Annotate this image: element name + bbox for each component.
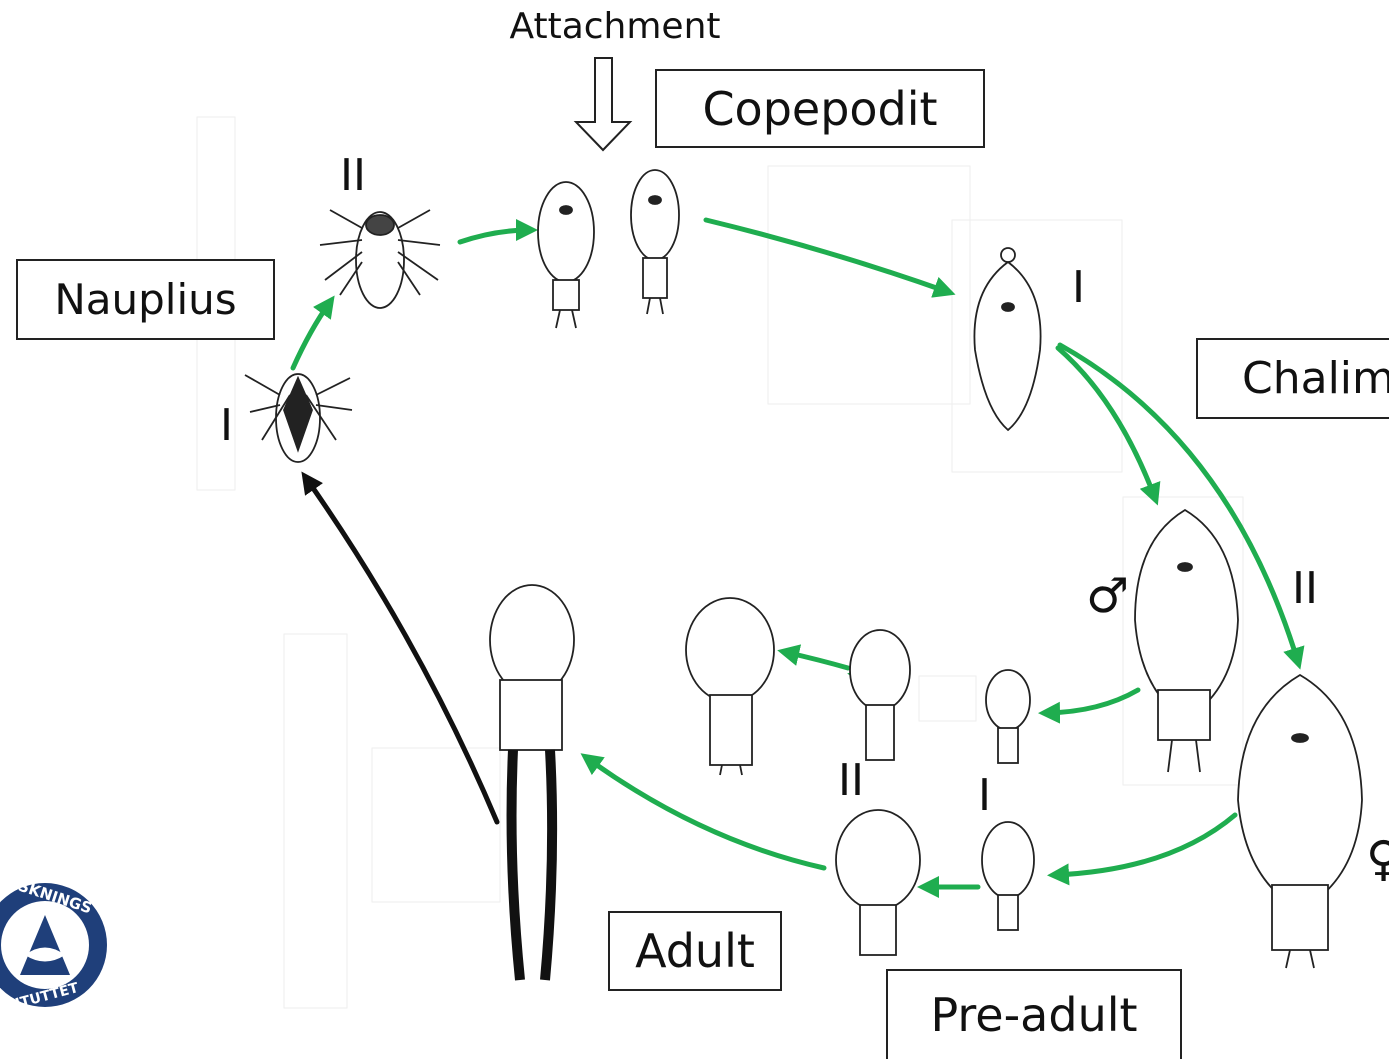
arrow-adult-to-nauplius	[301, 471, 500, 825]
female-preadult-1-drawing	[981, 821, 1035, 931]
preadult-numeral-1: I	[978, 770, 991, 821]
male-preadult-2-drawing	[849, 629, 911, 761]
arrow-female-to-preadult1	[1047, 812, 1238, 886]
copepodit-drawing-1	[537, 181, 595, 329]
attachment-arrow	[573, 57, 633, 152]
background-panels	[196, 116, 1244, 1009]
arrow-copepodit-to-chalimus1	[703, 217, 956, 298]
label-adult-text: Adult	[635, 924, 755, 978]
nauplius-stage-2-drawing	[319, 209, 441, 309]
male-adult-drawing	[685, 597, 775, 776]
arrow-female-preadult2-to-adult	[580, 753, 827, 871]
nauplius-stage-1-drawing	[244, 373, 353, 463]
label-nauplius-text: Nauplius	[54, 275, 237, 324]
female-symbol: ♀	[1366, 831, 1389, 887]
label-copepodit-text: Copepodit	[702, 81, 938, 136]
lifecycle-arrows	[290, 217, 1305, 898]
label-pre-adult-text: Pre-adult	[930, 988, 1138, 1042]
label-chalimus: Chalim	[1196, 338, 1389, 419]
institute-logo: RSKNINGS ITUTTET	[0, 873, 107, 1012]
attachment-label: Attachment	[509, 6, 720, 47]
chalimus-2-female-drawing	[1237, 673, 1363, 969]
male-symbol: ♂	[1086, 568, 1129, 624]
arrow-male-to-preadult1	[1038, 687, 1141, 724]
chalimus-2-male-drawing	[1134, 508, 1239, 773]
arrow-male-preadult2-to-adult	[777, 644, 851, 671]
chalimus-numeral-1: I	[1072, 262, 1085, 313]
nauplius-numeral-1: I	[220, 400, 233, 451]
organisms	[244, 169, 1363, 981]
arrow-chalimus1-to-male	[1055, 345, 1161, 506]
label-nauplius: Nauplius	[16, 259, 275, 340]
male-preadult-1-drawing	[985, 669, 1031, 764]
arrow-nauplius-to-copepodit	[457, 219, 538, 245]
label-adult: Adult	[608, 911, 782, 991]
female-adult-drawing	[489, 584, 575, 981]
female-preadult-2-drawing	[835, 809, 921, 956]
label-copepodit: Copepodit	[655, 69, 985, 148]
nauplius-numeral-2: II	[340, 150, 366, 201]
chalimus-numeral-2: II	[1292, 563, 1318, 614]
preadult-numeral-2: II	[838, 755, 864, 806]
label-chalimus-text: Chalim	[1242, 353, 1389, 404]
label-pre-adult: Pre-adult	[886, 969, 1182, 1059]
chalimus-stage-1-drawing	[973, 247, 1042, 432]
arrow-nauplius1-to-2	[290, 295, 335, 371]
arrow-chalimus1-to-female	[1057, 342, 1305, 670]
copepodit-drawing-2	[630, 169, 680, 315]
